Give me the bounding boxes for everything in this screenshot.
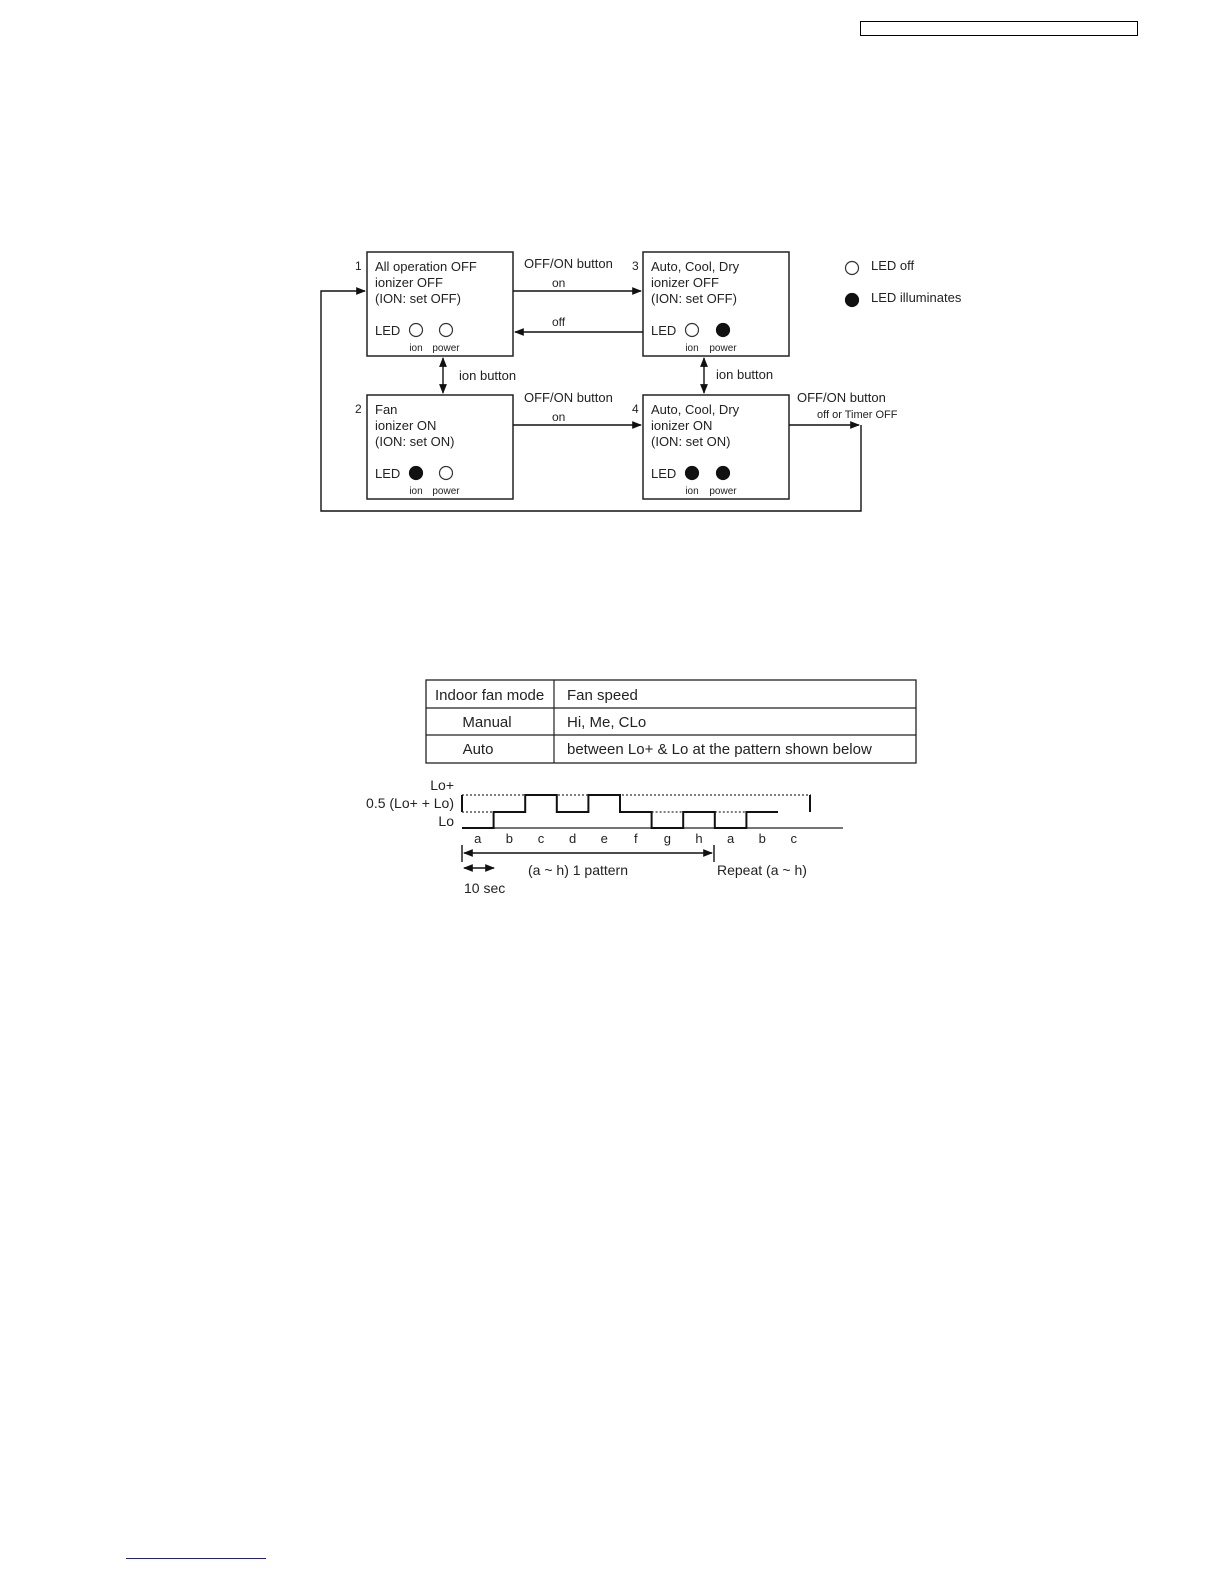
transition-label: ion button bbox=[716, 367, 773, 382]
transition-label: OFF/ON button bbox=[524, 390, 613, 405]
state-box-2: 2 Fan ionizer ON (ION: set ON) LED ion p… bbox=[355, 394, 514, 500]
level-label-high: Lo+ bbox=[430, 777, 454, 793]
transition-sub: on bbox=[552, 276, 565, 290]
state-number: 4 bbox=[632, 402, 639, 416]
power-led-on-icon bbox=[715, 322, 731, 338]
power-led-on-icon bbox=[715, 465, 731, 481]
ion-label: ion bbox=[685, 343, 698, 354]
led-label: LED bbox=[651, 466, 676, 481]
ion-led-on-icon bbox=[684, 465, 700, 481]
fan-speed-waveform bbox=[462, 794, 778, 829]
table-header-mode: Indoor fan mode bbox=[435, 687, 544, 704]
ion-led-on-icon bbox=[408, 465, 424, 481]
header-box bbox=[860, 21, 1138, 36]
fan-speed-table: Indoor fan mode Fan speed Manual Hi, Me,… bbox=[425, 679, 917, 764]
state-box-3: 3 Auto, Cool, Dry ionizer OFF (ION: set … bbox=[632, 251, 790, 357]
led-legend: LED off LED illuminates bbox=[844, 258, 962, 308]
state-line: Fan bbox=[375, 402, 397, 417]
table-cell: Manual bbox=[462, 714, 511, 731]
led-label: LED bbox=[375, 466, 400, 481]
step-label: 10 sec bbox=[464, 880, 505, 896]
transition-sub: on bbox=[552, 410, 565, 424]
power-label: power bbox=[709, 343, 737, 354]
transition-label: OFF/ON button bbox=[524, 256, 613, 271]
state-line: ionizer OFF bbox=[375, 275, 443, 290]
segment-label: h bbox=[695, 831, 702, 846]
ion-label: ion bbox=[409, 343, 422, 354]
segment-label: b bbox=[506, 831, 513, 846]
power-led-off-icon bbox=[438, 322, 454, 338]
transition-label: OFF/ON button bbox=[797, 390, 886, 405]
segment-label: g bbox=[664, 831, 671, 846]
state-box-4: 4 Auto, Cool, Dry ionizer ON (ION: set O… bbox=[632, 394, 790, 500]
power-label: power bbox=[432, 486, 460, 497]
transition-labels: OFF/ON button on off ion button ion butt… bbox=[459, 256, 898, 424]
legend-led-off: LED off bbox=[871, 258, 915, 273]
pattern-label: (a ~ h) 1 pattern bbox=[528, 862, 628, 878]
fan-pattern-diagram: Lo+ 0.5 (Lo+ + Lo) Lo a b c d e f g h a b c (a ~ h… bbox=[366, 777, 843, 896]
state-line: Auto, Cool, Dry bbox=[651, 402, 740, 417]
state-line: All operation OFF bbox=[375, 259, 477, 274]
footer-link-line bbox=[126, 1558, 266, 1559]
table-cell: between Lo+ & Lo at the pattern shown be… bbox=[567, 741, 872, 758]
level-label-mid: 0.5 (Lo+ + Lo) bbox=[366, 795, 454, 811]
state-diagram: 1 All operation OFF ionizer OFF (ION: se… bbox=[320, 251, 962, 512]
led-on-icon bbox=[844, 292, 860, 308]
ion-led-off-icon bbox=[408, 322, 424, 338]
led-off-icon bbox=[844, 260, 860, 276]
legend-led-illuminates: LED illuminates bbox=[871, 290, 962, 305]
segment-label: c bbox=[538, 831, 545, 846]
state-line: ionizer ON bbox=[375, 418, 436, 433]
state-number: 3 bbox=[632, 259, 639, 273]
segment-label: a bbox=[727, 831, 735, 846]
transition-sub: off or Timer OFF bbox=[817, 409, 898, 421]
state-line: (ION: set OFF) bbox=[651, 291, 737, 306]
table-header-speed: Fan speed bbox=[567, 687, 638, 704]
ion-led-off-icon bbox=[684, 322, 700, 338]
state-number: 1 bbox=[355, 259, 362, 273]
segment-label: a bbox=[474, 831, 482, 846]
state-line: ionizer OFF bbox=[651, 275, 719, 290]
ion-label: ion bbox=[685, 486, 698, 497]
table-cell: Auto bbox=[463, 741, 494, 758]
state-line: ionizer ON bbox=[651, 418, 712, 433]
segment-label: e bbox=[601, 831, 608, 846]
transition-label: off bbox=[552, 315, 566, 329]
state-box-1: 1 All operation OFF ionizer OFF (ION: se… bbox=[355, 251, 514, 357]
state-line: (ION: set ON) bbox=[375, 434, 454, 449]
level-label-low: Lo bbox=[438, 813, 454, 829]
table-cell: Hi, Me, CLo bbox=[567, 714, 646, 731]
power-led-off-icon bbox=[438, 465, 454, 481]
state-line: (ION: set ON) bbox=[651, 434, 730, 449]
led-label: LED bbox=[651, 323, 676, 338]
power-label: power bbox=[709, 486, 737, 497]
segment-label: f bbox=[634, 831, 638, 846]
state-line: Auto, Cool, Dry bbox=[651, 259, 740, 274]
segment-label: d bbox=[569, 831, 576, 846]
state-number: 2 bbox=[355, 402, 362, 416]
transition-label: ion button bbox=[459, 368, 516, 383]
led-label: LED bbox=[375, 323, 400, 338]
return-loop-to-1 bbox=[320, 287, 862, 512]
segment-label: c bbox=[791, 831, 798, 846]
power-label: power bbox=[432, 343, 460, 354]
repeat-label: Repeat (a ~ h) bbox=[717, 862, 807, 878]
transition-arrows bbox=[320, 287, 862, 512]
state-line: (ION: set OFF) bbox=[375, 291, 461, 306]
segment-label: b bbox=[759, 831, 766, 846]
ion-label: ion bbox=[409, 486, 422, 497]
